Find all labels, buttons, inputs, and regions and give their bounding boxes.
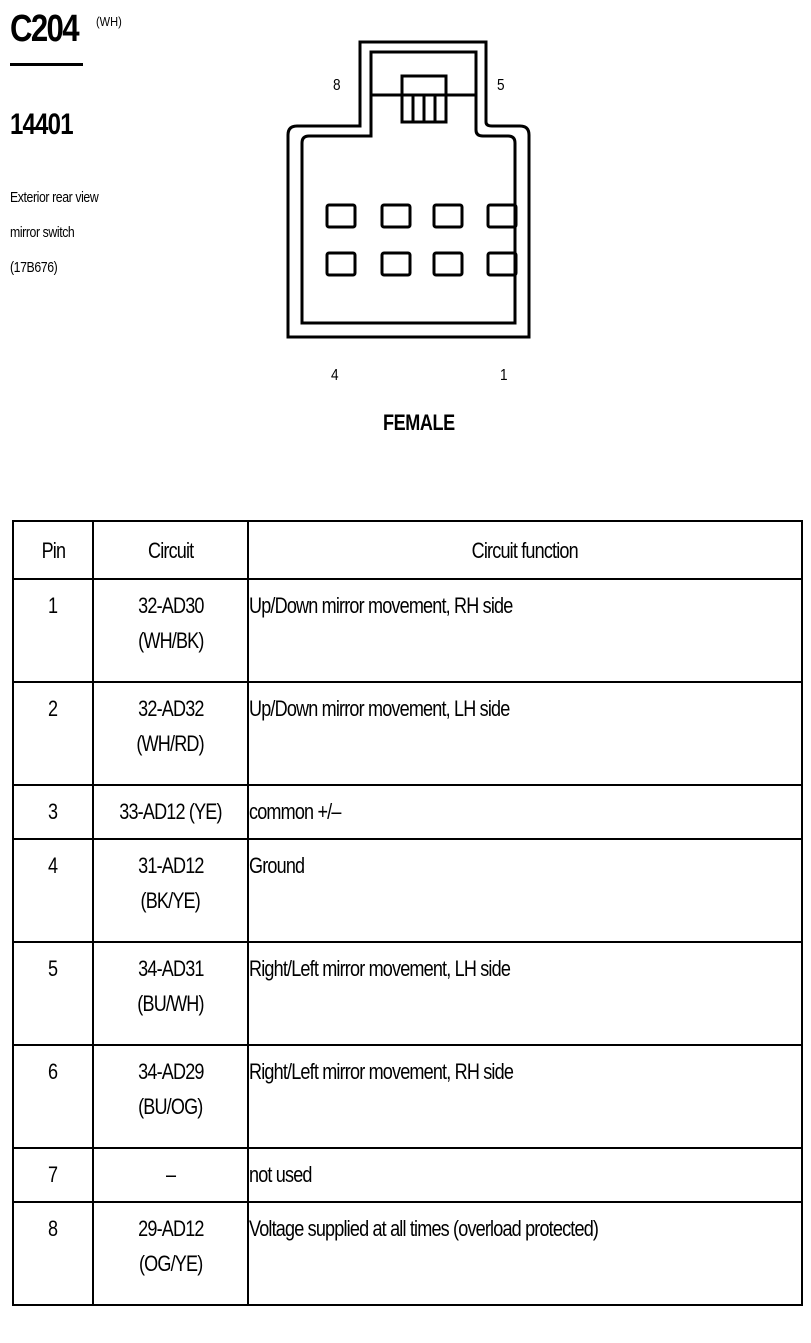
function-cell: Right/Left mirror movement, RH side (247, 1044, 803, 1149)
description-line-1: Exterior rear view (10, 189, 99, 206)
description-line-2: mirror switch (10, 224, 75, 241)
table-row: 3 33-AD12 (YE) common +/– (12, 784, 803, 840)
header-circuit: Circuit (92, 520, 249, 580)
pin-label-8: 8 (333, 77, 341, 94)
circuit-cell: 32-AD32(WH/RD) (92, 681, 249, 786)
circuit-cell: 31-AD12(BK/YE) (92, 838, 249, 943)
connector-color-code: (WH) (96, 14, 122, 29)
function-cell: common +/– (247, 784, 803, 840)
connector-gender: FEMALE (383, 410, 455, 435)
table-row: 4 31-AD12(BK/YE) Ground (12, 838, 803, 943)
circuit-cell: 32-AD30(WH/BK) (92, 578, 249, 683)
pin-label-1: 1 (500, 367, 508, 384)
table-row: 7 – not used (12, 1147, 803, 1203)
pin-cell: 7 (12, 1147, 94, 1203)
table-row: 2 32-AD32(WH/RD) Up/Down mirror movement… (12, 681, 803, 786)
pin-cavity (432, 251, 464, 277)
circuit-cell: 34-AD29(BU/OG) (92, 1044, 249, 1149)
pin-cell: 3 (12, 784, 94, 840)
function-cell: Ground (247, 838, 803, 943)
function-cell: Voltage supplied at all times (overload … (247, 1201, 803, 1306)
function-cell: Right/Left mirror movement, LH side (247, 941, 803, 1046)
function-cell: Up/Down mirror movement, LH side (247, 681, 803, 786)
connector-id: C204 (10, 8, 80, 50)
connector-face-diagram (286, 40, 531, 339)
circuit-cell: 34-AD31(BU/WH) (92, 941, 249, 1046)
pin-cell: 6 (12, 1044, 94, 1149)
pin-cell: 8 (12, 1201, 94, 1306)
part-number: 14401 (10, 108, 74, 141)
pin-cavity (325, 203, 357, 229)
pin-cell: 5 (12, 941, 94, 1046)
connector-housing-outline (286, 40, 531, 339)
table-row: 5 34-AD31(BU/WH) Right/Left mirror movem… (12, 941, 803, 1046)
table-header-row: Pin Circuit Circuit function (12, 520, 803, 580)
description-line-3: (17B676) (10, 259, 58, 276)
pin-cavity (432, 203, 464, 229)
pin-cavity (380, 251, 412, 277)
header-circuit-function: Circuit function (247, 520, 803, 580)
circuit-cell: 33-AD12 (YE) (92, 784, 249, 840)
pinout-table: Pin Circuit Circuit function 1 32-AD30(W… (12, 520, 803, 1306)
circuit-cell: 29-AD12(OG/YE) (92, 1201, 249, 1306)
table-row: 1 32-AD30(WH/BK) Up/Down mirror movement… (12, 578, 803, 683)
pin-cavity (380, 203, 412, 229)
table-row: 8 29-AD12(OG/YE) Voltage supplied at all… (12, 1201, 803, 1306)
pin-cell: 2 (12, 681, 94, 786)
function-cell: Up/Down mirror movement, RH side (247, 578, 803, 683)
connector-housing-inner (300, 50, 517, 325)
title-underline (10, 63, 83, 66)
pin-cavity (486, 251, 518, 277)
pin-cavity (486, 203, 518, 229)
pin-cavity (325, 251, 357, 277)
table-row: 6 34-AD29(BU/OG) Right/Left mirror movem… (12, 1044, 803, 1149)
function-cell: not used (247, 1147, 803, 1203)
pin-label-5: 5 (497, 77, 505, 94)
pin-cell: 4 (12, 838, 94, 943)
header-pin: Pin (12, 520, 94, 580)
circuit-cell: – (92, 1147, 249, 1203)
pin-label-4: 4 (331, 367, 339, 384)
pin-cell: 1 (12, 578, 94, 683)
